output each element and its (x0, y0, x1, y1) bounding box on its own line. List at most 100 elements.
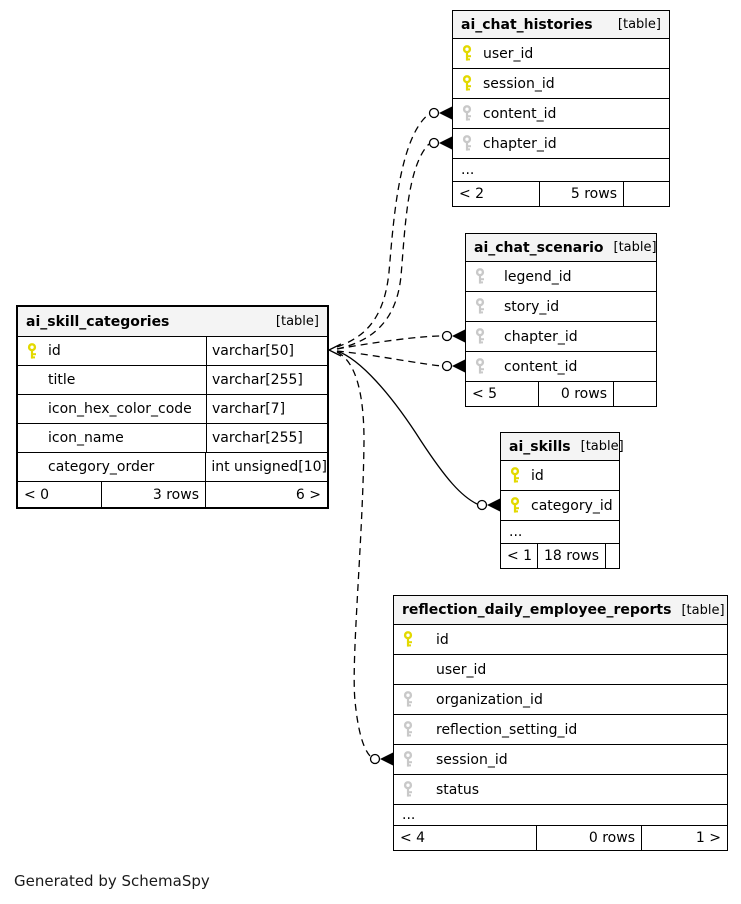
foreign-key-icon (462, 105, 472, 121)
column-name: status (436, 781, 480, 798)
foreign-key-icon (475, 358, 485, 374)
table-name: ai_skill_categories (26, 313, 170, 330)
column-name: category_id (531, 497, 613, 514)
foreign-key-icon (403, 751, 413, 767)
column-name: user_id (483, 45, 534, 62)
column-row: status (394, 775, 727, 805)
column-row: id varchar[50] (18, 337, 327, 366)
footer-children-count: < 4 (400, 830, 426, 846)
primary-key-icon (27, 342, 37, 359)
column-type: varchar[50] (206, 337, 327, 365)
foreign-key-icon (403, 691, 413, 707)
footer-parents-count: 6 > (205, 482, 327, 507)
more-columns-ellipsis: ... (453, 159, 669, 182)
table-header[interactable]: reflection_daily_employee_reports[table] (394, 596, 727, 625)
table-ai-chat-scenario[interactable]: ai_chat_scenario[table] legend_id story_id… (465, 233, 657, 407)
footer-row-count: 0 rows (538, 382, 613, 406)
rel-histories-content (336, 113, 430, 348)
column-name: session_id (436, 751, 508, 768)
column-type: varchar[7] (206, 395, 327, 423)
table-header[interactable]: ai_skill_categories [table] (18, 307, 327, 337)
column-row: id (394, 625, 727, 655)
column-row: legend_id (466, 262, 656, 292)
footer-row-count: 5 rows (539, 182, 623, 206)
rel-skills-category (336, 350, 478, 505)
primary-key-icon (510, 497, 520, 513)
column-row: user_id (453, 39, 669, 69)
column-name: organization_id (436, 691, 543, 708)
column-name: title (48, 372, 76, 388)
footer-children-count: < 5 (472, 386, 498, 402)
footer-parents-count (605, 544, 619, 568)
footer-parents-count: 1 > (641, 826, 727, 850)
column-name: chapter_id (504, 328, 578, 345)
table-footer: < 5 0 rows (466, 382, 656, 406)
table-type-badge: [table] (580, 439, 624, 454)
column-row: category_order int unsigned[10] (18, 453, 327, 482)
footer-children-count: < 2 (459, 186, 485, 202)
column-name: id (436, 631, 449, 648)
column-row: reflection_setting_id (394, 715, 727, 745)
column-name: id (531, 467, 544, 484)
table-header[interactable]: ai_chat_histories[table] (453, 11, 669, 39)
table-name: ai_skills (509, 438, 571, 455)
foreign-key-icon (403, 781, 413, 797)
foreign-key-icon (403, 721, 413, 737)
rel-scenario-chapter (336, 335, 443, 350)
parent-arrow (327, 343, 342, 357)
column-name: reflection_setting_id (436, 721, 578, 738)
column-type: varchar[255] (206, 424, 327, 452)
table-reflection-daily-employee-reports[interactable]: reflection_daily_employee_reports[table]… (393, 595, 728, 851)
table-name: ai_chat_scenario (474, 239, 604, 256)
table-name: reflection_daily_employee_reports (402, 602, 672, 618)
column-row: id (501, 461, 619, 491)
column-type: int unsigned[10] (205, 453, 327, 481)
primary-key-icon (403, 631, 413, 647)
foreign-key-icon (475, 328, 485, 344)
footer-row-count: 18 rows (537, 544, 605, 568)
footer-row-count: 0 rows (536, 826, 641, 850)
footer-parents-count (613, 382, 656, 406)
primary-key-icon (510, 467, 520, 483)
column-row: content_id (453, 99, 669, 129)
column-name: story_id (504, 298, 560, 315)
column-row: user_id (394, 655, 727, 685)
foreign-key-icon (462, 135, 472, 151)
generated-by-note: Generated by SchemaSpy (14, 872, 210, 890)
crowfoot-markers (369, 106, 500, 766)
column-name: id (48, 343, 61, 359)
column-row: title varchar[255] (18, 366, 327, 395)
column-type: varchar[255] (206, 366, 327, 394)
footer-children-count: < 0 (24, 486, 50, 503)
column-row: category_id (501, 491, 619, 521)
more-columns-ellipsis: ... (394, 805, 727, 826)
table-header[interactable]: ai_skills [table] (501, 433, 624, 461)
column-row: session_id (394, 745, 727, 775)
column-name: content_id (483, 105, 557, 122)
column-name: category_order (48, 459, 155, 475)
table-type-badge: [table] (275, 314, 319, 329)
column-row: organization_id (394, 685, 727, 715)
table-header[interactable]: ai_chat_scenario[table] (466, 234, 657, 262)
primary-key-icon (462, 45, 472, 61)
rel-histories-chapter (336, 143, 430, 350)
footer-parents-count (623, 182, 669, 206)
rel-reflection-session (336, 351, 371, 757)
column-row: story_id (466, 292, 656, 322)
column-row: chapter_id (466, 322, 656, 352)
column-row: content_id (466, 352, 656, 382)
column-name: content_id (504, 358, 578, 375)
column-row: chapter_id (453, 129, 669, 159)
column-name: legend_id (504, 268, 572, 285)
table-footer: < 2 5 rows (453, 182, 669, 206)
foreign-key-icon (475, 298, 485, 314)
